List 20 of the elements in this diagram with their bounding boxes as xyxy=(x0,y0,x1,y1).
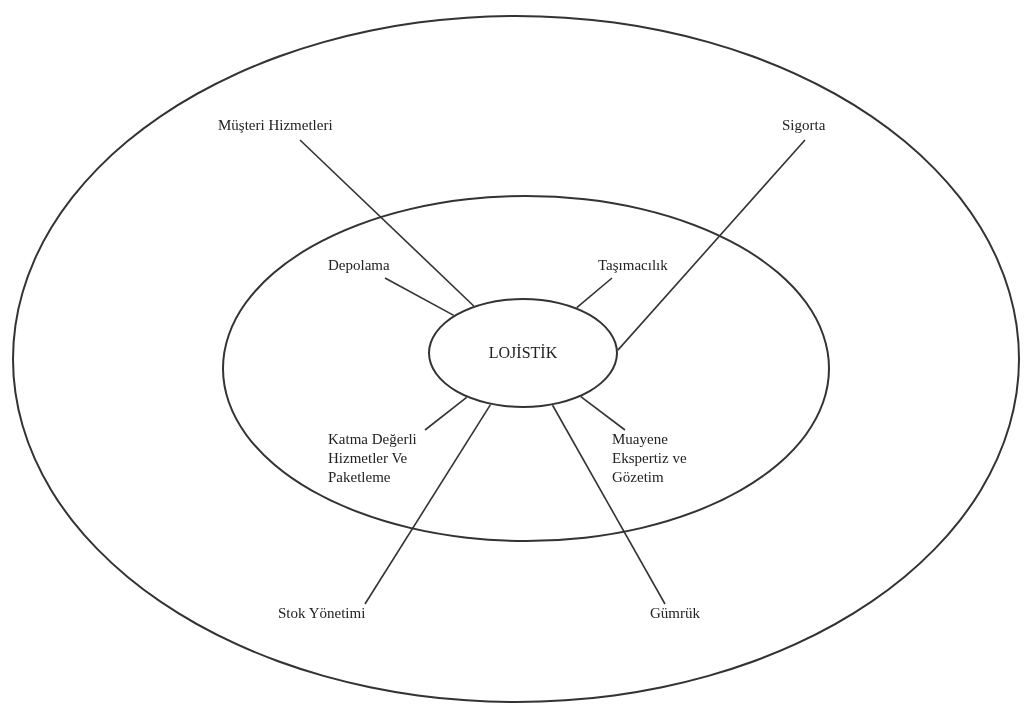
connector-line xyxy=(617,139,806,351)
connector-line xyxy=(299,139,475,307)
connector-line xyxy=(576,277,613,309)
node-label: Müşteri Hizmetleri xyxy=(218,117,333,133)
node-label: Depolama xyxy=(328,257,390,273)
outer-ring xyxy=(12,15,1020,703)
node-label: Muayene Ekspertiz ve Gözetim xyxy=(612,431,687,485)
node-label: Katma Değerli Hizmetler Ve Paketleme xyxy=(328,431,417,485)
connector-line xyxy=(580,395,626,431)
connector-line xyxy=(364,403,492,605)
connector-line xyxy=(424,396,468,431)
inner-ring xyxy=(222,195,830,542)
node-label: Gümrük xyxy=(650,605,700,621)
node-label: Stok Yönetimi xyxy=(278,605,366,621)
connector-line xyxy=(384,277,455,317)
connector-line xyxy=(551,404,666,605)
center-ellipse xyxy=(428,298,618,408)
center-label: LOJİSTİK xyxy=(488,344,558,362)
node-label: Sigorta xyxy=(782,117,826,133)
node-label: Taşımacılık xyxy=(598,257,668,273)
